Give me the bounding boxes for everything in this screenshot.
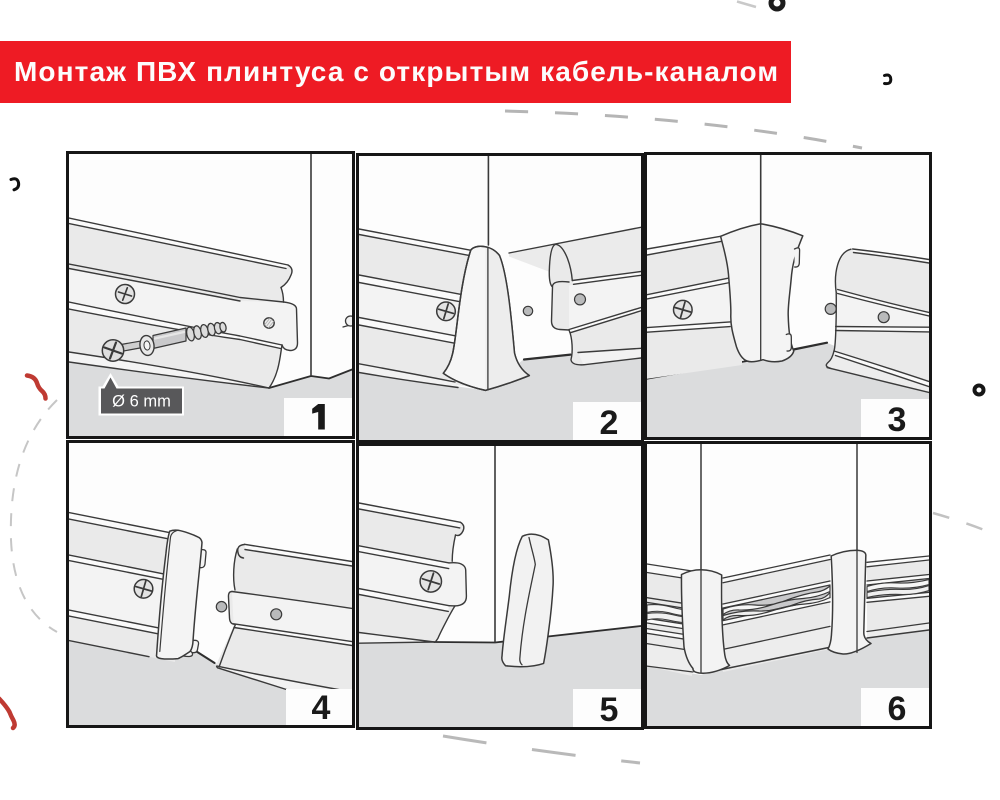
svg-text:4: 4: [312, 689, 331, 725]
svg-text:2: 2: [600, 404, 619, 440]
svg-text:5: 5: [600, 691, 619, 727]
svg-text:Ø 6 mm: Ø 6 mm: [112, 393, 171, 411]
svg-text:3: 3: [888, 401, 907, 437]
svg-text:6: 6: [888, 690, 907, 726]
